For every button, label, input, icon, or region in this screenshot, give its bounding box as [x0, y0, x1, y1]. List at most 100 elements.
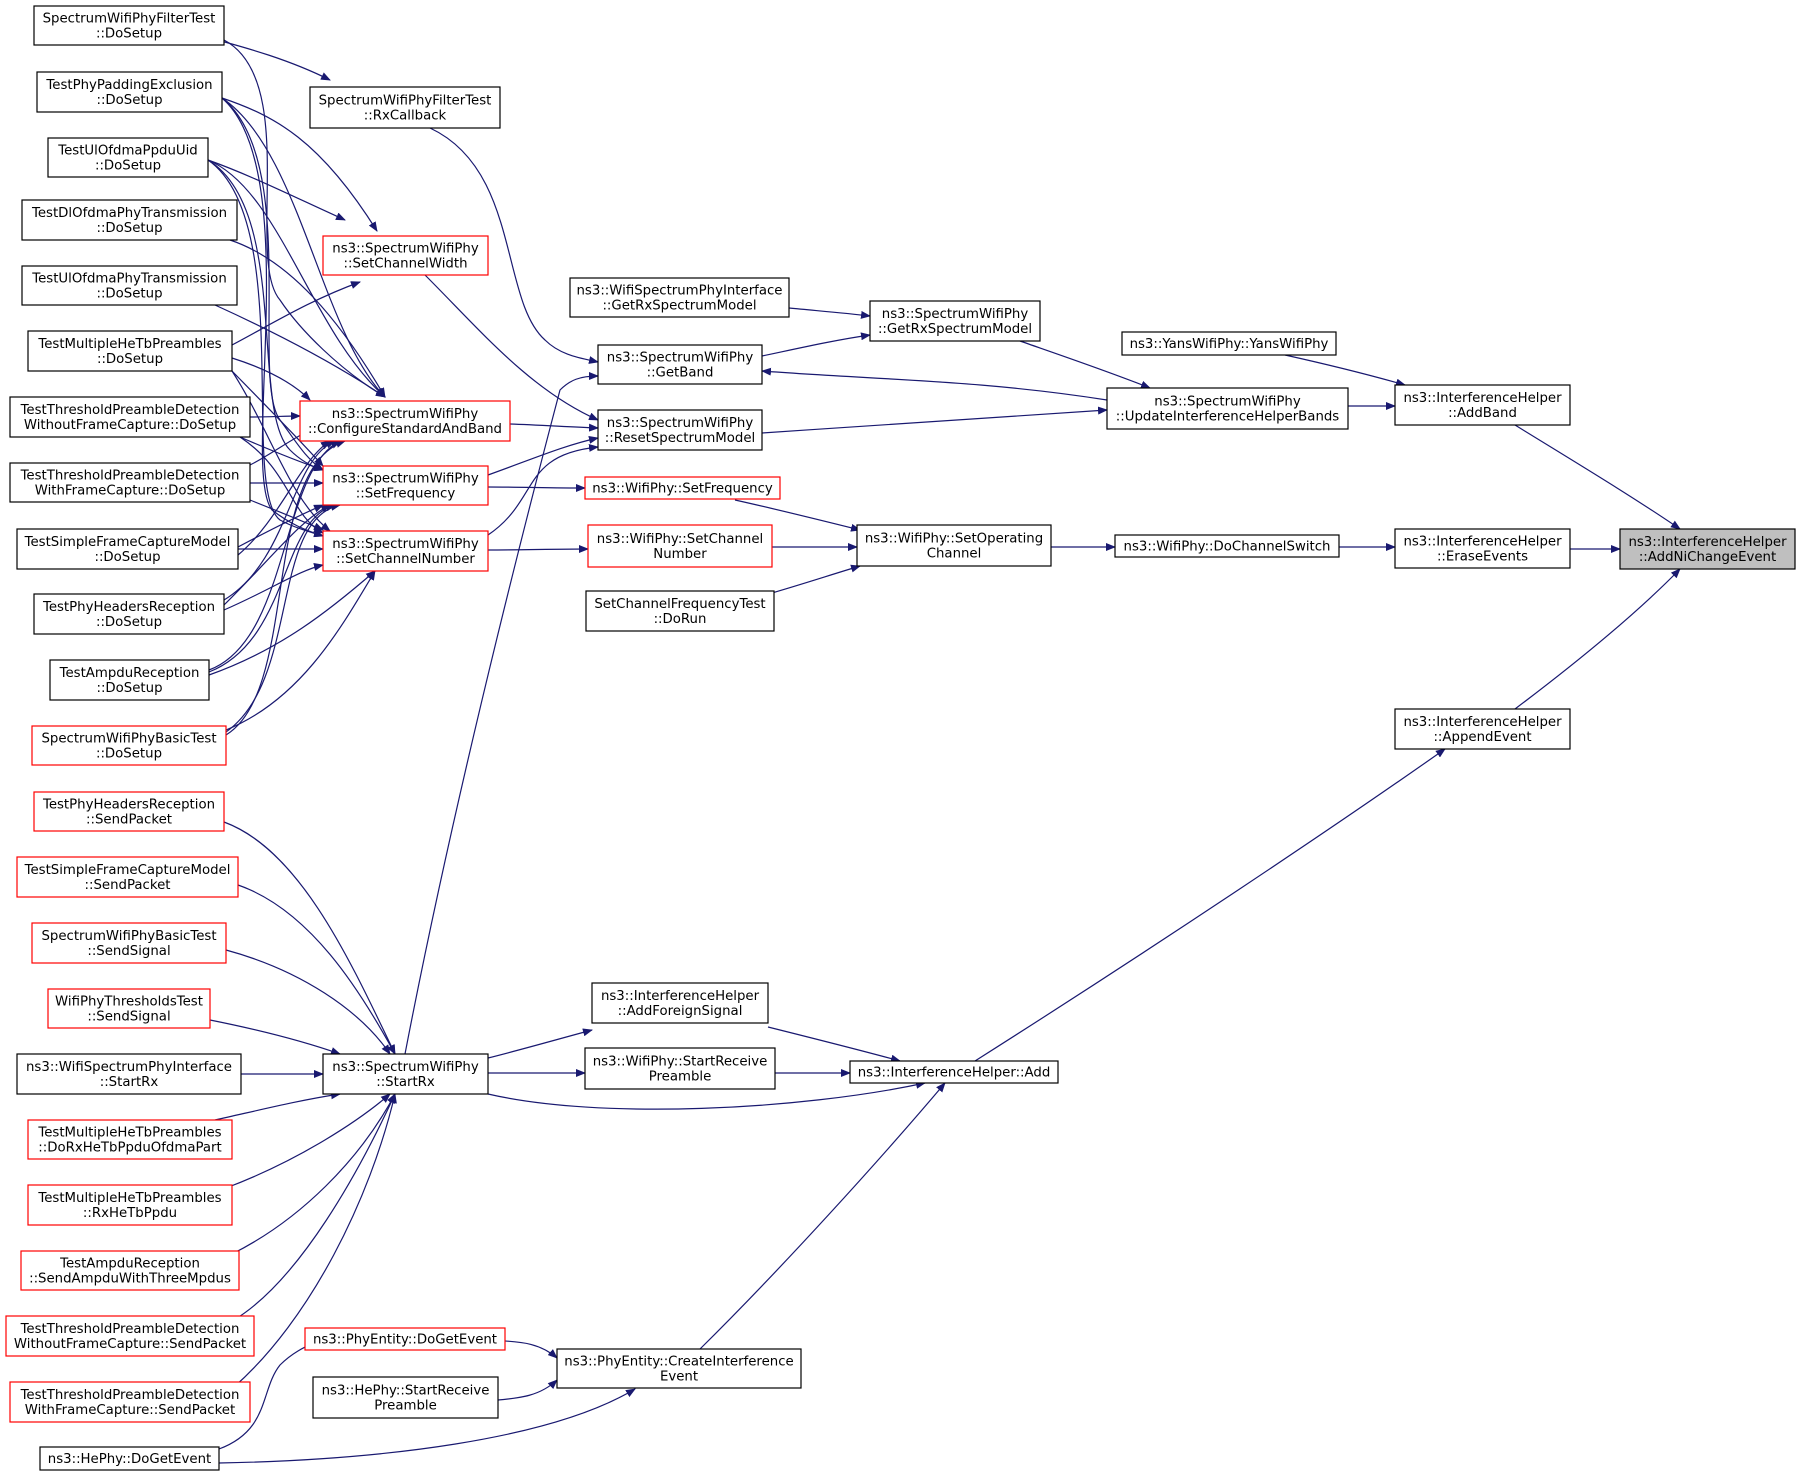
function-node-box: [31, 922, 227, 964]
focus-function-node[interactable]: ns3::InterferenceHelper::AddNiChangeEven…: [1619, 528, 1796, 570]
function-node[interactable]: TestAmpduReception::DoSetup: [49, 659, 210, 701]
function-node[interactable]: ns3::PhyEntity::DoGetEvent: [304, 1327, 506, 1351]
function-node[interactable]: TestThresholdPreambleDetectionWithoutFra…: [5, 1315, 255, 1357]
function-node[interactable]: WifiPhyThresholdsTest::SendSignal: [47, 988, 211, 1029]
call-edge: [229, 239, 386, 398]
function-node[interactable]: ns3::HePhy::DoGetEvent: [39, 1446, 220, 1471]
function-node-box: [587, 524, 773, 568]
function-node[interactable]: SpectrumWifiPhyBasicTest::DoSetup: [31, 725, 227, 766]
function-node-box: [33, 5, 225, 46]
function-node[interactable]: ns3::InterferenceHelper::AddForeignSigna…: [591, 982, 769, 1024]
function-node[interactable]: SetChannelFrequencyTest::DoRun: [585, 590, 775, 632]
function-node[interactable]: TestDlOfdmaPhyTransmission::DoSetup: [21, 199, 238, 241]
function-node[interactable]: TestPhyHeadersReception::SendPacket: [33, 791, 225, 832]
function-node[interactable]: TestMultipleHeTbPreambles::DoSetup: [27, 330, 233, 372]
call-edge: [1514, 568, 1681, 710]
call-edge-line: [509, 423, 599, 432]
function-node-box: [1394, 528, 1571, 569]
function-node-label: ::DoSetup: [96, 93, 162, 108]
function-node-label: ns3::YansWifiPhy::YansWifiPhy: [1130, 337, 1329, 352]
function-node[interactable]: ns3::WifiPhy::SetChannelNumber: [587, 524, 773, 568]
function-node-label: TestUlOfdmaPpduUid: [57, 144, 198, 159]
call-edge-line: [424, 274, 599, 421]
function-node[interactable]: ns3::SpectrumWifiPhy::SetChannelWidth: [322, 235, 489, 276]
call-edge-line: [207, 159, 324, 472]
function-node-label: ::DoSetup: [94, 550, 160, 565]
function-node[interactable]: TestThresholdPreambleDetectionWithFrameC…: [9, 462, 251, 503]
function-node[interactable]: TestPhyPaddingExclusion::DoSetup: [36, 71, 223, 113]
function-node-label: ns3::WifiPhy::DoChannelSwitch: [1124, 540, 1331, 555]
function-node[interactable]: ns3::WifiSpectrumPhyInterface::StartRx: [16, 1053, 242, 1095]
function-node-label: ::GetRxSpectrumModel: [878, 322, 1032, 337]
call-edge: [214, 304, 386, 398]
function-node-label: TestThresholdPreambleDetection: [20, 469, 240, 484]
function-node[interactable]: TestMultipleHeTbPreambles::DoRxHeTbPpduO…: [27, 1119, 233, 1160]
call-edge: [207, 159, 324, 472]
function-node[interactable]: TestUlOfdmaPhyTransmission::DoSetup: [21, 265, 238, 306]
function-node[interactable]: ns3::InterferenceHelper::AddBand: [1394, 384, 1571, 426]
function-node[interactable]: ns3::InterferenceHelper::Add: [849, 1060, 1059, 1084]
function-node-box: [1114, 534, 1340, 558]
function-node-box: [27, 330, 233, 372]
function-node-label: Preamble: [649, 1070, 712, 1085]
function-node[interactable]: TestThresholdPreambleDetectionWithoutFra…: [9, 396, 251, 438]
call-edge: [223, 821, 396, 1055]
function-node-label: WithFrameCapture::DoSetup: [35, 484, 226, 499]
call-edge: [221, 97, 386, 398]
function-node[interactable]: SpectrumWifiPhyFilterTest::RxCallback: [309, 86, 501, 129]
function-node[interactable]: ns3::SpectrumWifiPhy::ResetSpectrumModel: [597, 409, 763, 451]
function-node-box: [591, 982, 769, 1024]
function-node-label: ns3::WifiSpectrumPhyInterface: [26, 1060, 232, 1075]
function-node[interactable]: TestSimpleFrameCaptureModel::SendPacket: [16, 856, 239, 898]
function-node-label: TestPhyPaddingExclusion: [45, 78, 212, 93]
function-node[interactable]: SpectrumWifiPhyFilterTest::DoSetup: [33, 5, 225, 46]
function-node-label: ::SendAmpduWithThreeMpdus: [29, 1272, 231, 1287]
call-edge: [761, 332, 871, 357]
function-node-box: [556, 1348, 802, 1389]
function-node-box: [39, 1446, 220, 1471]
function-node[interactable]: TestSimpleFrameCaptureModel::DoSetup: [16, 528, 239, 570]
call-edge-line: [761, 367, 1108, 401]
function-node[interactable]: ns3::SpectrumWifiPhy::StartRx: [322, 1053, 489, 1095]
function-node-label: TestSimpleFrameCaptureModel: [24, 863, 231, 878]
function-node[interactable]: TestMultipleHeTbPreambles::RxHeTbPpdu: [27, 1184, 233, 1226]
function-node-box: [1106, 387, 1349, 430]
function-node-label: ns3::InterferenceHelper: [1403, 715, 1562, 730]
function-node[interactable]: ns3::SpectrumWifiPhy::ConfigureStandardA…: [299, 400, 511, 442]
function-node[interactable]: ns3::YansWifiPhy::YansWifiPhy: [1121, 331, 1337, 356]
function-node[interactable]: ns3::WifiPhy::DoChannelSwitch: [1114, 534, 1340, 558]
function-node[interactable]: ns3::SpectrumWifiPhy::UpdateInterference…: [1106, 387, 1349, 430]
function-node-box: [16, 1053, 242, 1095]
function-node-box: [322, 530, 489, 572]
function-node-label: ::SetChannelNumber: [336, 552, 475, 567]
function-node[interactable]: TestPhyHeadersReception::DoSetup: [33, 593, 225, 635]
function-node[interactable]: TestUlOfdmaPpduUid::DoSetup: [47, 137, 209, 178]
function-node[interactable]: ns3::WifiPhy::SetFrequency: [584, 476, 781, 500]
function-node-label: ns3::HePhy::DoGetEvent: [48, 1452, 211, 1467]
function-node-box: [569, 277, 790, 318]
function-node-label: ::SendPacket: [85, 878, 171, 893]
function-node-box: [5, 1315, 255, 1357]
function-node[interactable]: ns3::InterferenceHelper::AppendEvent: [1394, 708, 1571, 750]
function-node[interactable]: TestAmpduReception::SendAmpduWithThreeMp…: [20, 1250, 240, 1291]
function-node[interactable]: ns3::SpectrumWifiPhy::SetFrequency: [322, 465, 489, 506]
function-node[interactable]: ns3::SpectrumWifiPhy::GetRxSpectrumModel: [869, 300, 1041, 342]
function-node[interactable]: ns3::SpectrumWifiPhy::GetBand: [597, 344, 763, 385]
function-node-label: TestMultipleHeTbPreambles: [37, 1126, 221, 1141]
call-edge: [249, 499, 324, 531]
call-edge-line: [487, 435, 599, 476]
function-node-label: ::RxCallback: [364, 109, 447, 124]
call-edge: [225, 440, 346, 736]
call-edge: [1284, 354, 1406, 387]
function-node-label: ::ConfigureStandardAndBand: [308, 422, 502, 437]
call-edge: [231, 1093, 396, 1255]
function-node[interactable]: ns3::SpectrumWifiPhy::SetChannelNumber: [322, 530, 489, 572]
function-node[interactable]: SpectrumWifiPhyBasicTest::SendSignal: [31, 922, 227, 964]
function-node[interactable]: ns3::InterferenceHelper::EraseEvents: [1394, 528, 1571, 569]
function-node[interactable]: TestThresholdPreambleDetectionWithFrameC…: [9, 1381, 251, 1423]
function-node[interactable]: ns3::WifiSpectrumPhyInterface::GetRxSpec…: [569, 277, 790, 318]
